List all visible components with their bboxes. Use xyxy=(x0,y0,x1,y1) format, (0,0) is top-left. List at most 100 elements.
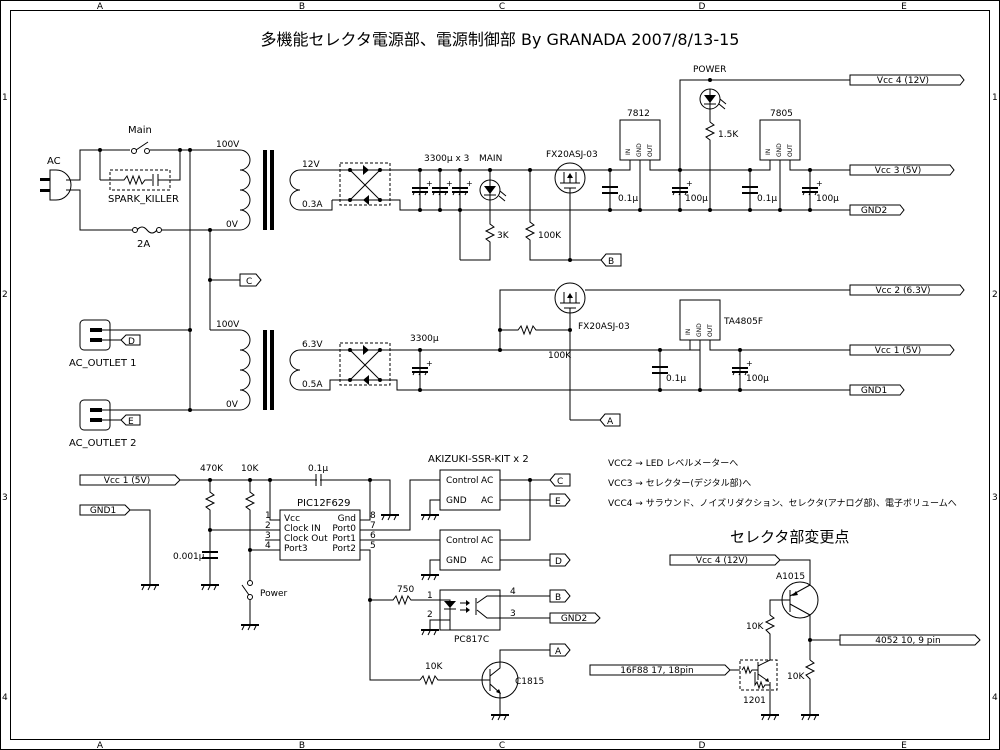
col-label-b: B xyxy=(299,2,305,12)
row-label-2-right: 2 xyxy=(992,290,998,300)
power-led-label: POWER xyxy=(693,65,726,75)
svg-text:3K: 3K xyxy=(497,231,510,241)
net-gnd1-input: GND1 xyxy=(79,504,160,591)
svg-text:6: 6 xyxy=(370,531,376,541)
svg-text:Gnd: Gnd xyxy=(338,514,356,524)
cap-01u-bypass: 0.1μ xyxy=(268,464,400,521)
svg-text:Vcc 2 (6.3V): Vcc 2 (6.3V) xyxy=(876,286,931,296)
svg-text:Port3: Port3 xyxy=(284,544,308,554)
resistor-3k: 3K xyxy=(460,222,510,261)
spark-killer-label: SPARK_KILLER xyxy=(108,194,179,205)
bridge-rectifier-2 xyxy=(339,342,740,391)
svg-text:470K: 470K xyxy=(200,464,224,474)
resistor-470k: 470K xyxy=(200,464,224,585)
connector-b-opto: B xyxy=(549,589,571,603)
power-switch-label: Power xyxy=(260,589,288,599)
resistor-100k-gate: 100K xyxy=(524,168,570,261)
svg-text:AC: AC xyxy=(481,476,493,486)
svg-text:OUT: OUT xyxy=(647,144,654,157)
cap-3300u-lower: 3300μ xyxy=(410,334,439,392)
cap-100u-1: 100μ xyxy=(671,168,708,212)
svg-text:0.1μ: 0.1μ xyxy=(666,374,686,384)
cap-01u-lower: 0.1μ xyxy=(651,348,686,392)
svg-text:GND2: GND2 xyxy=(561,614,587,624)
svg-text:100K: 100K xyxy=(538,231,562,241)
net-4052: 4052 10, 9 pin xyxy=(810,634,981,646)
connector-e-ssr: E xyxy=(549,493,571,507)
svg-text:GND: GND xyxy=(446,556,467,566)
svg-text:GND: GND xyxy=(696,323,703,337)
svg-text:Port1: Port1 xyxy=(332,534,356,544)
svg-text:100μ: 100μ xyxy=(816,194,839,204)
opto-label: PC817C xyxy=(454,635,489,645)
svg-text:3: 3 xyxy=(510,609,516,619)
svg-text:Vcc 4 (12V): Vcc 4 (12V) xyxy=(696,556,748,566)
ac-plug: AC xyxy=(40,156,72,201)
svg-text:GND: GND xyxy=(776,143,783,157)
row-label-4: 4 xyxy=(2,693,8,703)
svg-text:3300μ: 3300μ xyxy=(410,334,439,344)
connector-d-ssr: D xyxy=(549,553,571,567)
row-label-1-right: 1 xyxy=(992,93,998,103)
mosfet-upper: FX20ASJ-03 xyxy=(546,150,598,262)
cap-01u-2: 0.1μ xyxy=(741,168,777,212)
resistor-10k-pullup: 10K xyxy=(241,464,259,581)
regulator-ta4805f: IN GND OUT TA4805F xyxy=(660,299,850,392)
svg-text:IN: IN xyxy=(625,149,632,155)
svg-text:Vcc 4 (12V): Vcc 4 (12V) xyxy=(877,76,929,86)
net-vcc4-selector: Vcc 4 (12V) xyxy=(669,554,811,585)
resistor-10k-base: 10K xyxy=(419,662,470,686)
lower-supply-rails xyxy=(400,349,850,391)
cap-0001u: 0.001μ xyxy=(173,551,220,591)
notes: VCC2 → LED レベルメーターへ VCC3 → セレクター(デジタル部)へ… xyxy=(608,458,957,509)
svg-text:A: A xyxy=(607,417,614,427)
svg-text:C: C xyxy=(557,477,563,487)
svg-text:GND: GND xyxy=(446,496,467,506)
resistor-750: 750 xyxy=(370,585,440,606)
svg-text:AC: AC xyxy=(481,536,493,546)
svg-text:10K: 10K xyxy=(425,662,443,672)
note-vcc4: VCC4 → サラウンド、ノイズリダクション、セレクタ(アナログ部)、電子ボリュ… xyxy=(608,497,957,509)
reg-7812-label: 7812 xyxy=(627,109,650,119)
svg-text:100μ: 100μ xyxy=(746,374,769,384)
transformer-2: 100V 0V 6.3V 0.5A xyxy=(210,320,350,411)
resistor-100k-lower: 100K xyxy=(500,324,572,361)
net-vcc3: Vcc 3 (5V) xyxy=(849,164,955,176)
frame-row-labels: 1 2 3 4 1 2 3 4 xyxy=(2,93,998,703)
cap-100u-2: 100μ xyxy=(801,168,839,212)
cap-100u-lower: 100μ xyxy=(731,348,769,392)
t1-secondary-bottom: 0.3A xyxy=(302,200,323,210)
col-label-e: E xyxy=(901,2,907,12)
filter-caps-3300u: 3300μ x 3 xyxy=(411,154,474,260)
net-vcc4: Vcc 4 (12V) xyxy=(849,74,965,86)
svg-text:Vcc 1 (5V): Vcc 1 (5V) xyxy=(875,346,921,356)
net-gnd1: GND1 xyxy=(849,384,905,396)
spark-killer: SPARK_KILLER xyxy=(108,169,179,205)
optocoupler-pc817c: 1 2 3 4 PC817C xyxy=(420,587,550,645)
connector-c-ssr: C xyxy=(549,473,571,487)
t1-secondary-top: 12V xyxy=(302,160,320,170)
svg-text:Control: Control xyxy=(446,536,479,546)
net-vcc2: Vcc 2 (6.3V) xyxy=(849,284,965,296)
svg-text:IN: IN xyxy=(685,329,692,335)
a1015-label: A1015 xyxy=(776,572,805,582)
col-label-d-bottom: D xyxy=(699,741,706,750)
svg-text:3: 3 xyxy=(265,531,271,541)
row-label-3-right: 3 xyxy=(992,493,998,503)
svg-text:AC: AC xyxy=(481,496,493,506)
svg-text:10K: 10K xyxy=(746,622,764,632)
svg-text:D: D xyxy=(555,557,562,567)
frame-column-labels: A B C D E A B C D E xyxy=(97,2,907,750)
upper-supply-rails xyxy=(400,169,840,211)
svg-text:IN: IN xyxy=(765,149,772,155)
col-label-a-bottom: A xyxy=(97,741,104,750)
svg-text:GND1: GND1 xyxy=(90,506,116,516)
bridge-rectifier-1 xyxy=(330,162,600,211)
ac-outlet-1-label: AC_OUTLET 1 xyxy=(69,358,137,369)
svg-text:GND2: GND2 xyxy=(861,206,887,216)
main-led: MAIN xyxy=(479,154,507,222)
net-vcc1-input: Vcc 1 (5V) xyxy=(79,474,390,486)
power-switch[interactable]: Power xyxy=(240,580,288,631)
ssr-module-1: Control GND AC AC AKIZUKI-SSR-KIT x 2 xyxy=(420,454,550,521)
